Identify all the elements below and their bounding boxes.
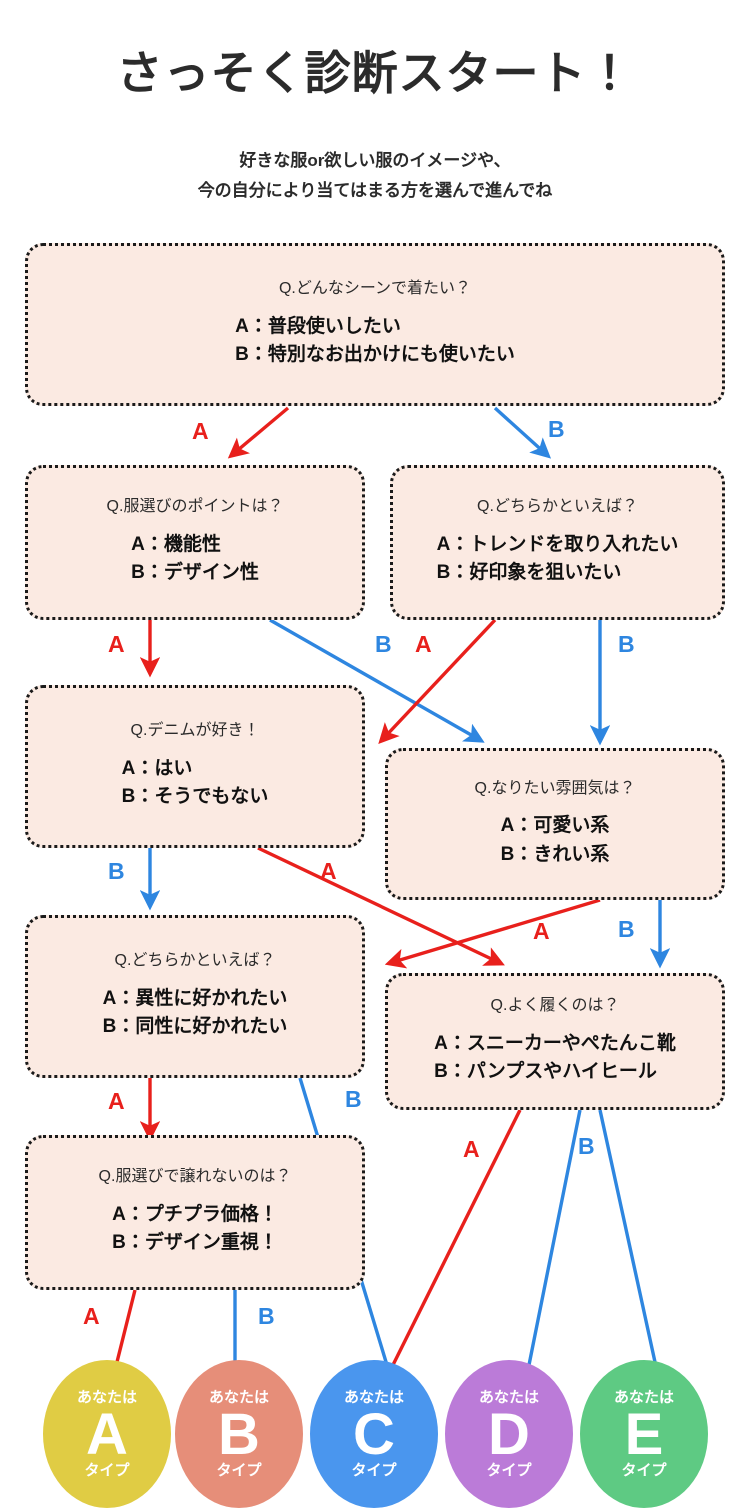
question-options-q5: A：可愛い系 B：きれい系 (501, 812, 610, 869)
page-subtitle: 好きな服or欲しい服のイメージや、 今の自分により当てはまる方を選んで進んでね (0, 146, 750, 206)
question-box-q4[interactable]: Q.デニムが好き！ A：はい B：そうでもない (25, 685, 365, 848)
result-prefix-c: あなたは (343, 1388, 404, 1406)
subtitle-line-1: 好きな服or欲しい服のイメージや、 (239, 151, 511, 170)
result-suffix-b: タイプ (216, 1462, 262, 1480)
arrow-q7-b (517, 1109, 582, 1391)
option-b-q4[interactable]: B：そうでもない (121, 786, 269, 808)
branch-label-q4-a: A (320, 858, 337, 884)
option-a-q5[interactable]: A：可愛い系 (500, 815, 610, 837)
question-options-q6: A：異性に好かれたい B：同性に好かれたい (103, 985, 288, 1042)
arrow-q7-e (598, 1109, 667, 1391)
option-b-q8[interactable]: B：デザイン重視！ (112, 1232, 278, 1254)
option-b-q1[interactable]: B：特別なお出かけにも使いたい (235, 344, 515, 366)
branch-label-q3-a: A (415, 631, 432, 657)
question-title-q8: Q.服選びで譲れないのは？ (98, 1168, 292, 1186)
question-title-q5: Q.なりたい雰囲気は？ (474, 779, 636, 797)
arrow-q3-a (378, 618, 497, 744)
option-b-q6[interactable]: B：同性に好かれたい (102, 1016, 288, 1038)
branch-label-q1-b: B (548, 416, 565, 442)
question-options-q2: A：機能性 B：デザイン性 (131, 531, 259, 588)
question-title-q1: Q.どんなシーンで着たい？ (278, 280, 472, 298)
page-title: さっそく診断スタート！ (116, 47, 634, 99)
question-title-q3: Q.どちらかといえば？ (477, 498, 638, 516)
branch-label-q2-b: B (375, 631, 392, 657)
result-prefix-e: あなたは (613, 1388, 674, 1406)
question-title-q4: Q.デニムが好き！ (130, 722, 260, 740)
result-letter-c: C (353, 1401, 395, 1467)
question-options-q1: A：普段使いしたい B：特別なお出かけにも使いたい (235, 313, 515, 370)
option-a-q6[interactable]: A：異性に好かれたい (102, 987, 288, 1009)
result-circle-b[interactable]: あなたは B タイプ (175, 1360, 303, 1508)
option-a-q7[interactable]: A：スニーカーやぺたんこ靴 (434, 1032, 676, 1054)
branch-label-q1-a: A (192, 418, 209, 444)
question-options-q8: A：プチプラ価格！ B：デザイン重視！ (112, 1201, 278, 1258)
result-suffix-a: タイプ (84, 1462, 130, 1480)
result-suffix-e: タイプ (621, 1462, 667, 1480)
question-title-q6: Q.どちらかといえば？ (114, 952, 276, 970)
option-a-q1[interactable]: A：普段使いしたい (235, 315, 401, 337)
option-b-q7[interactable]: B：パンプスやハイヒール (434, 1061, 657, 1083)
result-circle-e[interactable]: あなたは E タイプ (580, 1360, 708, 1508)
arrow-q1-a (227, 406, 290, 459)
result-letter-b: B (218, 1401, 260, 1467)
question-box-q6[interactable]: Q.どちらかといえば？ A：異性に好かれたい B：同性に好かれたい (25, 915, 365, 1078)
branch-label-q2-a: A (108, 631, 125, 657)
branch-label-q5-b: B (618, 916, 635, 942)
result-letter-d: D (488, 1401, 530, 1467)
branch-label-q7-b: B (578, 1133, 595, 1159)
result-circle-a[interactable]: あなたは A タイプ (43, 1360, 171, 1508)
branch-label-q7-a: A (463, 1136, 480, 1162)
branch-label-q8-b: B (258, 1303, 275, 1329)
option-b-q2[interactable]: B：デザイン性 (131, 562, 259, 584)
option-b-q3[interactable]: B：好印象を狙いたい (436, 562, 622, 584)
question-options-q4: A：はい B：そうでもない (122, 755, 269, 812)
option-a-q4[interactable]: A：はい (121, 757, 193, 779)
question-box-q5[interactable]: Q.なりたい雰囲気は？ A：可愛い系 B：きれい系 (385, 748, 725, 900)
branch-label-q4-b: B (108, 858, 125, 884)
arrow-q5-a (384, 898, 601, 969)
question-box-q7[interactable]: Q.よく履くのは？ A：スニーカーやぺたんこ靴 B：パンプスやハイヒール (385, 973, 725, 1110)
result-circle-d[interactable]: あなたは D タイプ (445, 1360, 573, 1508)
question-title-q7: Q.よく履くのは？ (490, 997, 620, 1015)
question-box-q1[interactable]: Q.どんなシーンで着たい？ A：普段使いしたい B：特別なお出かけにも使いたい (25, 243, 725, 406)
option-a-q3[interactable]: A：トレンドを取り入れたい (436, 533, 679, 555)
question-options-q7: A：スニーカーやぺたんこ靴 B：パンプスやハイヒール (434, 1030, 676, 1087)
option-a-q8[interactable]: A：プチプラ価格！ (112, 1203, 278, 1225)
result-suffix-d: タイプ (486, 1462, 532, 1480)
result-letter-e: E (624, 1401, 664, 1467)
result-letter-a: A (86, 1401, 128, 1467)
question-box-q2[interactable]: Q.服選びのポイントは？ A：機能性 B：デザイン性 (25, 465, 365, 620)
result-prefix-d: あなたは (478, 1388, 539, 1406)
subtitle-line-2: 今の自分により当てはまる方を選んで進んでね (197, 180, 553, 200)
arrow-q7-a (380, 1109, 522, 1390)
branch-label-q8-a: A (83, 1303, 100, 1329)
question-box-q8[interactable]: Q.服選びで譲れないのは？ A：プチプラ価格！ B：デザイン重視！ (25, 1135, 365, 1290)
result-prefix-b: あなたは (208, 1388, 269, 1406)
option-b-q5[interactable]: B：きれい系 (500, 843, 610, 865)
option-a-q2[interactable]: A：機能性 (131, 533, 221, 555)
arrow-q1-b (493, 406, 552, 459)
question-title-q2: Q.服選びのポイントは？ (106, 498, 284, 516)
branch-label-q3-b: B (618, 631, 635, 657)
question-options-q3: A：トレンドを取り入れたい B：好印象を狙いたい (437, 531, 679, 588)
result-suffix-c: タイプ (351, 1462, 397, 1480)
branch-label-q6-b: B (345, 1086, 362, 1112)
result-circle-c[interactable]: あなたは C タイプ (310, 1360, 438, 1508)
question-box-q3[interactable]: Q.どちらかといえば？ A：トレンドを取り入れたい B：好印象を狙いたい (390, 465, 725, 620)
result-prefix-a: あなたは (76, 1388, 137, 1406)
branch-label-q6-a: A (108, 1088, 125, 1114)
branch-label-q5-a: A (533, 918, 550, 944)
